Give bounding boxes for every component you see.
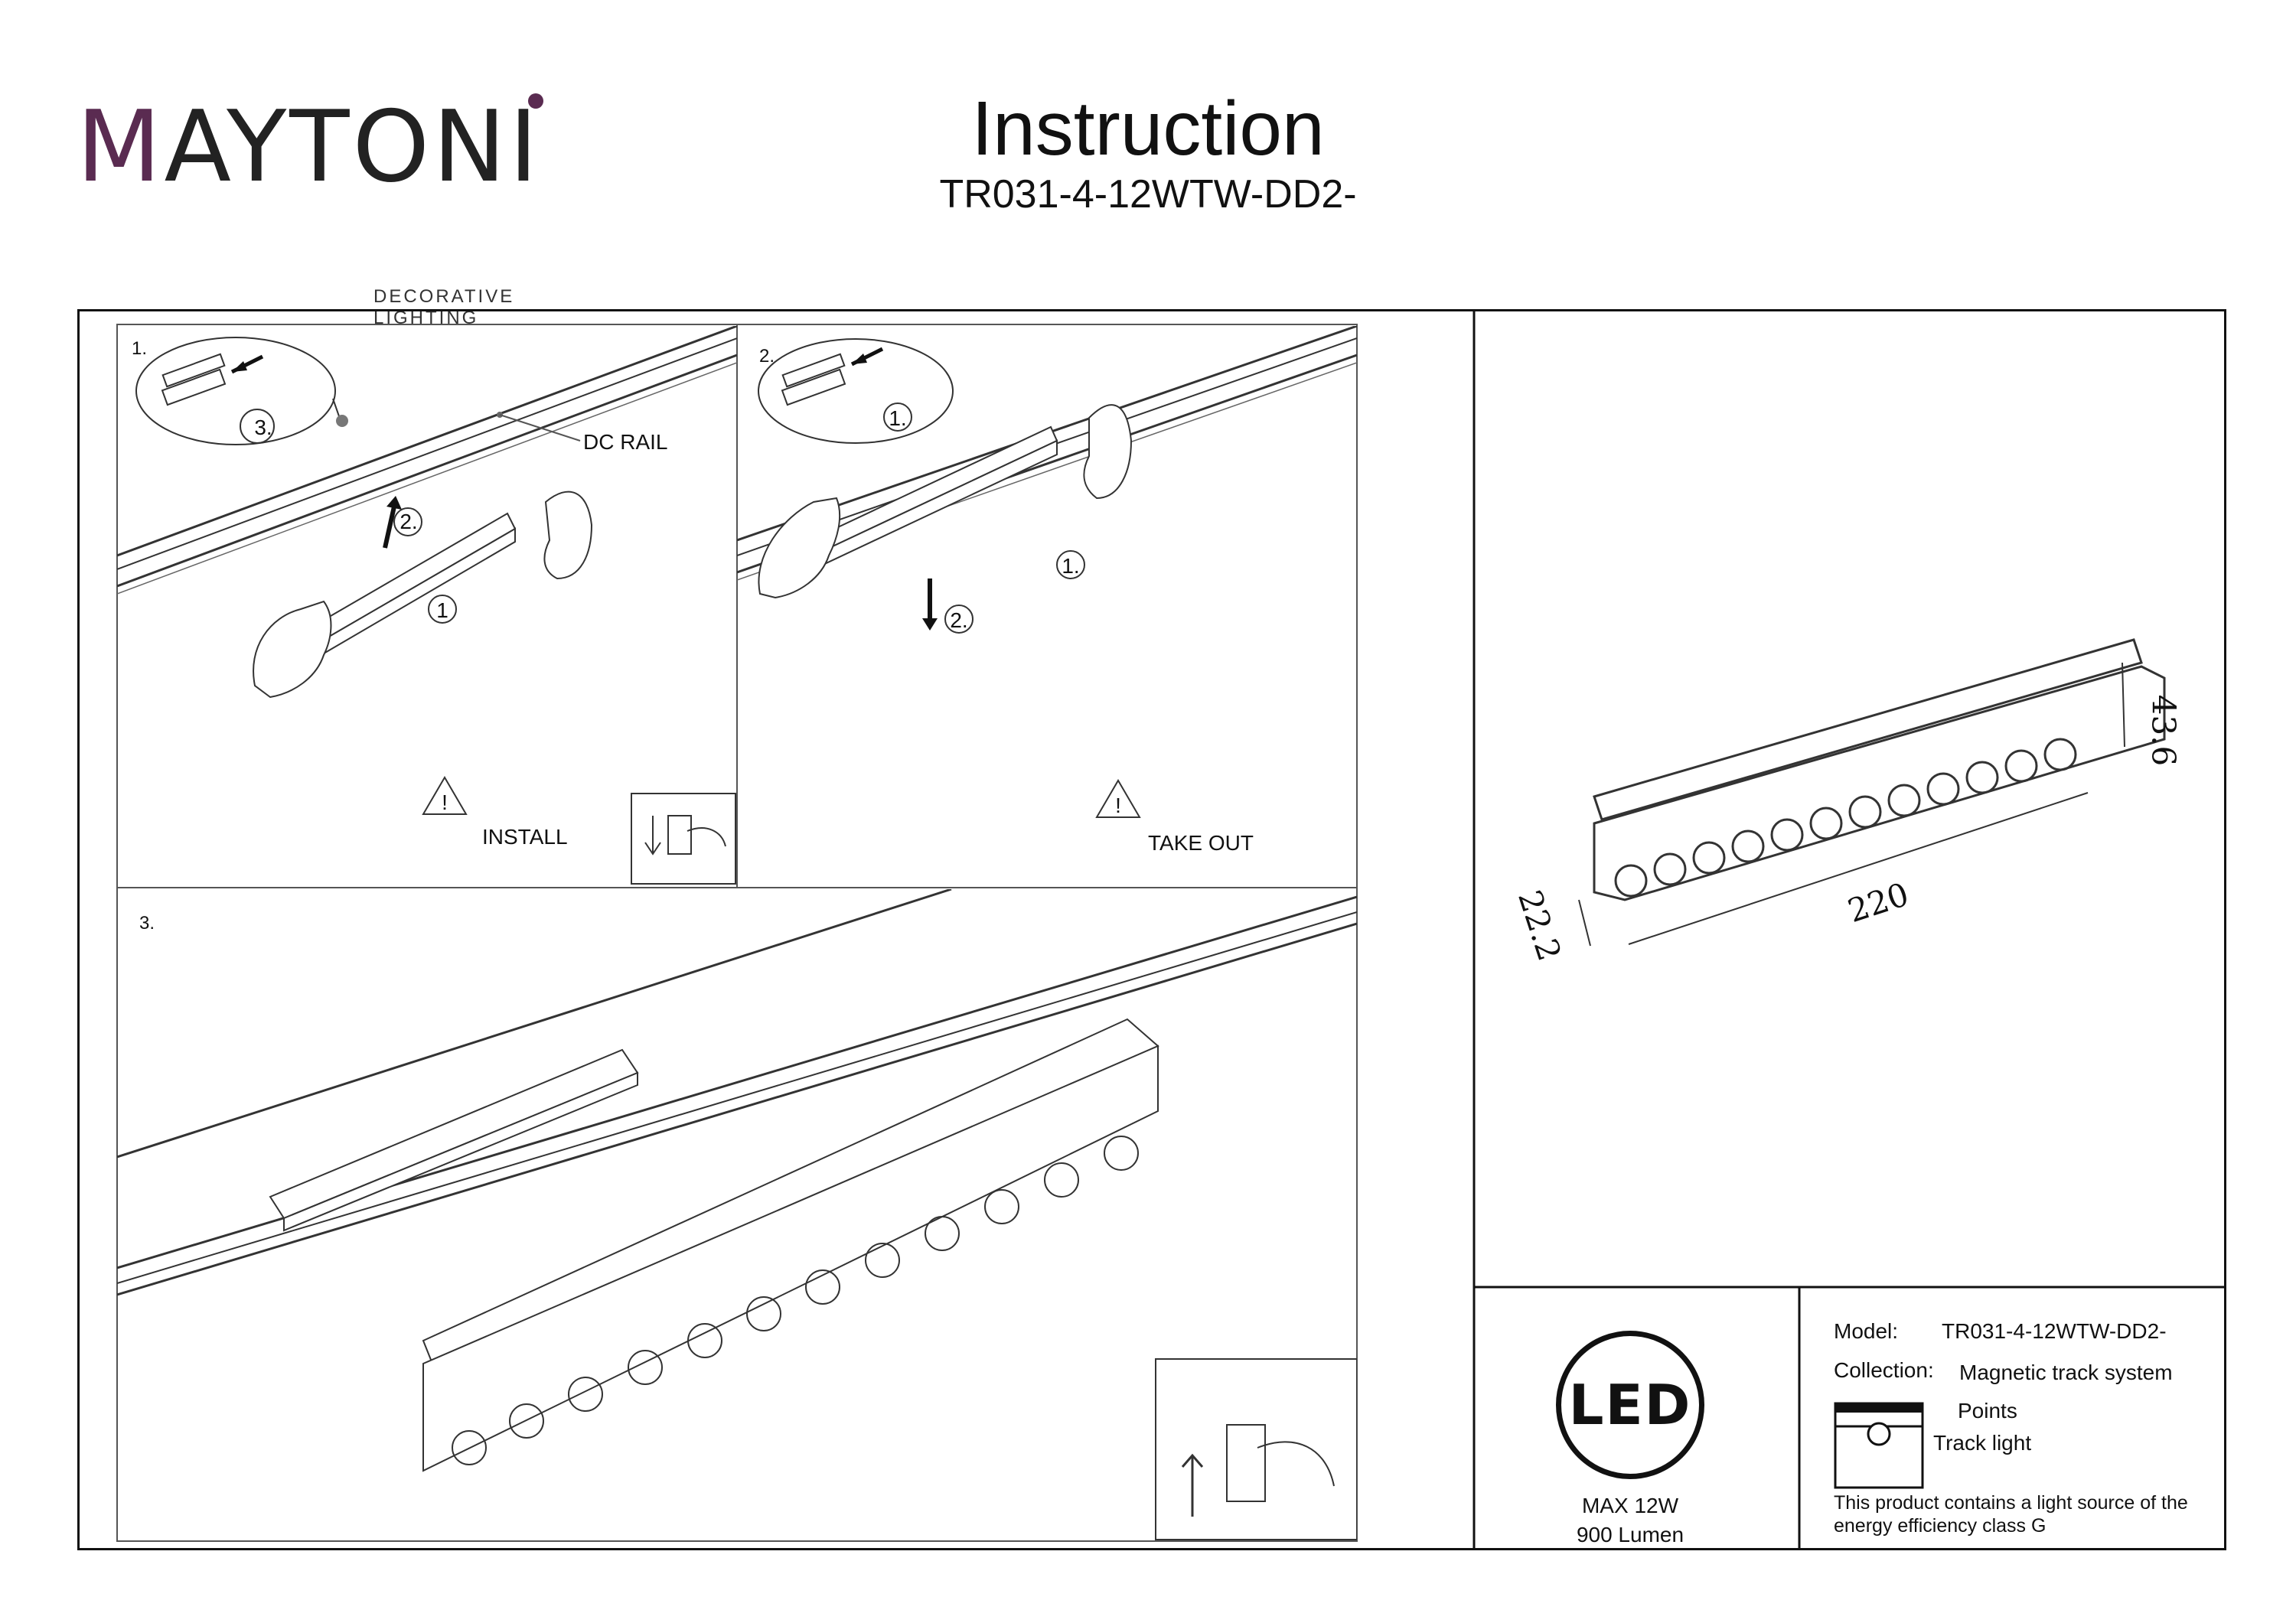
instruction-frame [77, 309, 2226, 1550]
step1-callout-2: 2. [400, 510, 418, 533]
step2-callout-1b: 1. [1062, 554, 1080, 578]
step2-callout-1a: 1. [889, 406, 907, 430]
step2-number: 2. [759, 346, 775, 367]
track-light-label: Track light [1933, 1431, 2032, 1455]
track-light-icon [1834, 1402, 1924, 1489]
dc-rail-label: DC RAIL [583, 430, 668, 454]
logo-dot [528, 93, 543, 109]
step1-callout-1: 1 [436, 598, 448, 622]
points-label: Points [1958, 1399, 2017, 1423]
led-badge: LED [1556, 1331, 1704, 1479]
step2-callout-2: 2. [950, 608, 968, 632]
lens-row [452, 1136, 1139, 1465]
install-label: INSTALL [482, 825, 568, 849]
svg-text:!: ! [442, 790, 448, 814]
model-label: Model: [1834, 1319, 1899, 1343]
step2-illustration: ! [737, 326, 1357, 818]
lumen-value: 900 Lumen [1576, 1523, 1684, 1546]
model-value: TR031-4-12WTW-DD2- [1942, 1319, 2167, 1343]
collection-label: Collection: [1834, 1358, 1934, 1382]
logo-wordmark: MAYTONI [77, 90, 541, 204]
step3-illustration [117, 889, 1357, 1540]
collection-value: Magnetic track system [1959, 1361, 2173, 1384]
svg-text:!: ! [1115, 794, 1121, 817]
step3-number: 3. [139, 913, 155, 934]
step1-number: 1. [132, 338, 148, 359]
lens-row-dim [1614, 738, 2077, 898]
take-out-label: TAKE OUT [1148, 831, 1254, 855]
model-code: TR031-4-12WTW-DD2- [939, 172, 1357, 217]
step1-illustration: ! [117, 326, 737, 885]
led-badge-text: LED [1568, 1373, 1692, 1437]
dim-height: 43.6 [2144, 694, 2183, 767]
energy-note-line1: This product contains a light source of … [1834, 1492, 2188, 1514]
energy-note-line2: energy efficiency class G [1834, 1515, 2047, 1537]
step1-callout-3: 3. [254, 416, 272, 439]
max-power: MAX 12W [1581, 1494, 1679, 1517]
page-title: Instruction [971, 86, 1325, 171]
dimension-drawing [1578, 638, 2166, 947]
logo-rest: AYTONI [164, 90, 541, 204]
